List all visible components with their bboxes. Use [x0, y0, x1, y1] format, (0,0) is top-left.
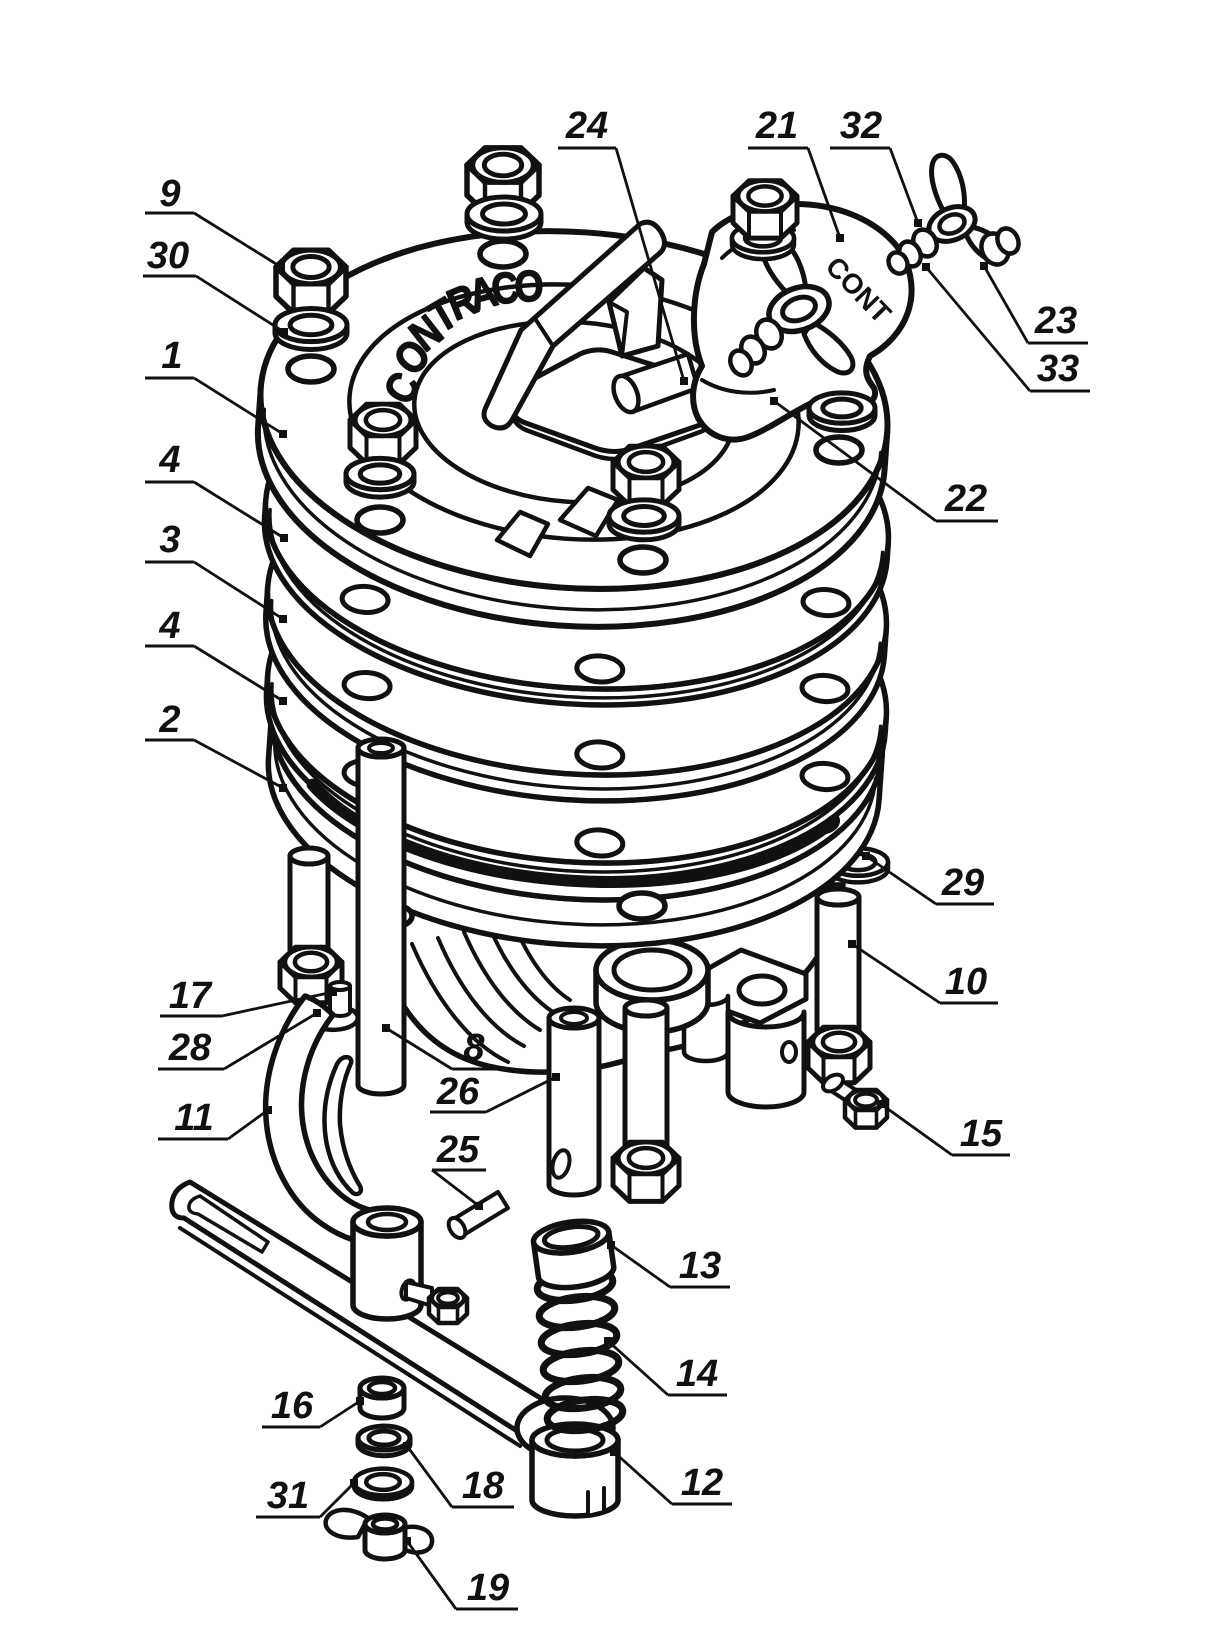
svg-text:33: 33 [1037, 348, 1079, 390]
svg-text:21: 21 [755, 105, 798, 147]
svg-text:17: 17 [169, 975, 213, 1017]
svg-text:18: 18 [462, 1465, 505, 1507]
svg-text:2: 2 [158, 699, 180, 741]
svg-text:26: 26 [436, 1071, 480, 1113]
svg-text:16: 16 [271, 1385, 314, 1427]
svg-text:11: 11 [174, 1097, 213, 1139]
svg-text:10: 10 [945, 961, 987, 1003]
svg-text:8: 8 [463, 1027, 485, 1069]
svg-text:14: 14 [676, 1353, 718, 1395]
svg-text:32: 32 [840, 105, 882, 147]
svg-text:29: 29 [941, 862, 984, 904]
svg-text:25: 25 [436, 1129, 480, 1171]
svg-text:13: 13 [679, 1245, 721, 1287]
svg-text:28: 28 [168, 1027, 212, 1069]
svg-text:9: 9 [159, 173, 180, 215]
svg-text:19: 19 [467, 1567, 509, 1609]
svg-text:4: 4 [158, 439, 180, 481]
svg-text:15: 15 [960, 1113, 1003, 1155]
svg-text:30: 30 [147, 235, 189, 277]
svg-text:24: 24 [565, 105, 608, 147]
svg-text:1: 1 [161, 335, 182, 377]
svg-text:23: 23 [1034, 300, 1077, 342]
svg-text:22: 22 [944, 478, 987, 520]
svg-text:31: 31 [267, 1475, 309, 1517]
svg-text:12: 12 [681, 1462, 723, 1504]
svg-text:O: O [514, 261, 545, 312]
svg-text:4: 4 [158, 605, 180, 647]
svg-text:3: 3 [159, 519, 180, 561]
